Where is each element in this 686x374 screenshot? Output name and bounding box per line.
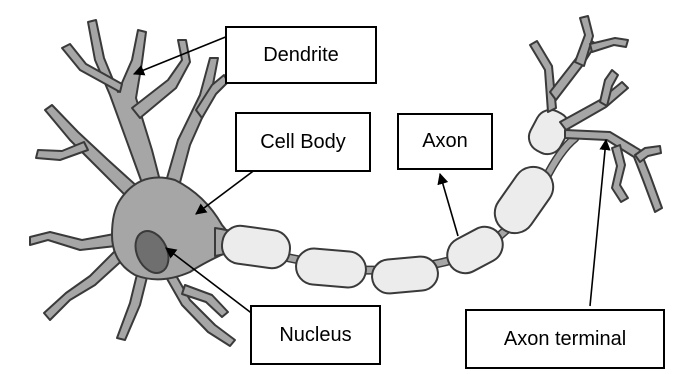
dendrite-shape [44, 246, 128, 320]
dendrite-shape [62, 44, 122, 92]
axon-arrow [440, 174, 458, 236]
neuron-body-group [30, 20, 235, 346]
myelin-segment [441, 220, 509, 279]
axon-terminal-label: Axon terminal [465, 309, 665, 369]
axon-terminal-arrow [590, 140, 606, 306]
dendrite-shape [30, 232, 125, 250]
axon-label: Axon [397, 113, 493, 170]
dendrite-label: Dendrite [225, 26, 377, 84]
myelin-segment [295, 247, 368, 289]
myelin-segment [371, 255, 440, 295]
dendrite-shape [36, 142, 88, 160]
myelin-segment [220, 223, 293, 270]
cell-body-label: Cell Body [235, 112, 371, 172]
nucleus-label: Nucleus [250, 305, 381, 365]
